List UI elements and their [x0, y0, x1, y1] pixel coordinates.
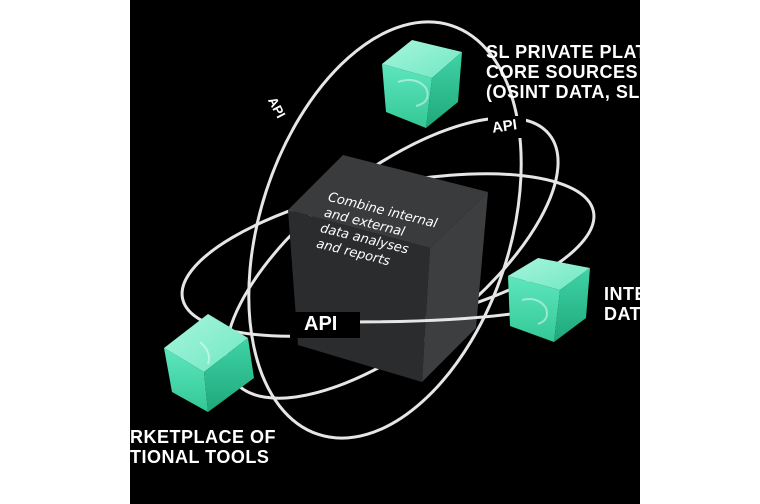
orbit-front-arc: [349, 310, 526, 324]
label-top-right-line-3: (OSINT DATA, SL IS: [486, 82, 640, 102]
diagram-canvas: Combine internal and external data analy…: [130, 0, 640, 504]
label-right-line-2: DATA: [604, 304, 640, 324]
api-label-center: API: [304, 313, 338, 335]
api-top-left-backdrop: [266, 94, 290, 126]
cube-top-right: [382, 40, 462, 128]
api-center-backdrop: [290, 312, 360, 338]
label-bottom-left: RKETPLACE OF TIONAL TOOLS: [130, 427, 276, 467]
orbit-diagram: [164, 20, 596, 440]
core-cube-side: [422, 192, 488, 382]
label-bottom-left-line-1: RKETPLACE OF: [130, 427, 277, 447]
orbits-front: [349, 310, 526, 324]
core-cube: [288, 155, 488, 382]
label-bottom-left-line-2: TIONAL TOOLS: [130, 447, 270, 467]
label-top-right-line-1: SL PRIVATE PLATF: [486, 42, 640, 62]
cube-bottom-left: [164, 314, 254, 412]
api-label-top-middle: API: [490, 116, 519, 137]
label-top-right-line-2: CORE SOURCES: [486, 62, 639, 82]
cube-right: [508, 258, 590, 342]
core-cube-front: [288, 210, 430, 382]
label-right-line-1: INTE: [604, 284, 640, 304]
label-top-right: SL PRIVATE PLATF CORE SOURCES (OSINT DAT…: [486, 42, 640, 102]
core-cube-top: [288, 155, 488, 248]
api-top-middle-backdrop: [488, 116, 526, 138]
label-right: INTE DATA: [604, 284, 640, 324]
